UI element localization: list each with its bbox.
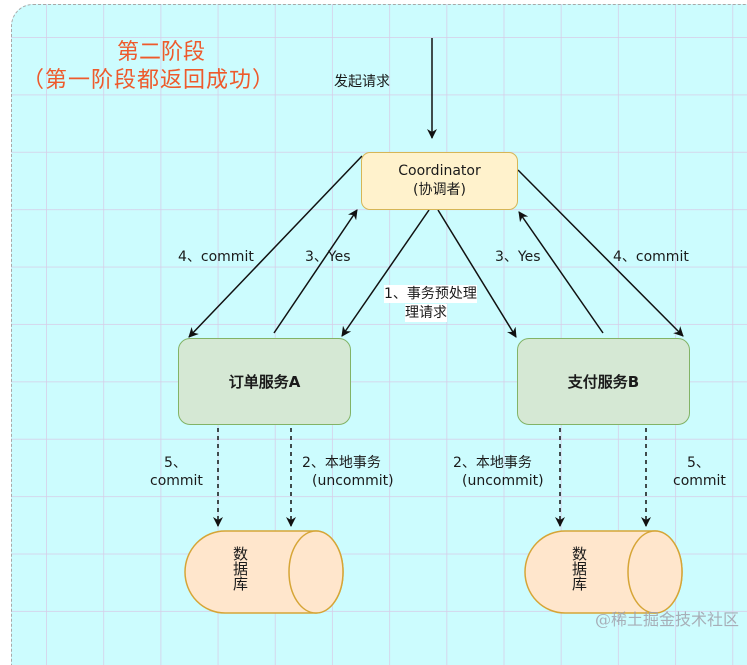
service-b-name: 支付服务B [567,373,640,391]
local-tx-label-b-line1: 2、本地事务 [453,455,532,471]
request-label: 发起请求 [334,74,390,90]
local-tx-label-b-line2: (uncommit) [462,473,544,489]
yes-label-b: 3、Yes [495,249,541,265]
diagram-canvas [11,4,747,665]
database-cylinder-b [524,530,683,614]
diagram-arrows [184,38,684,614]
service-node-a: 订单服务A [178,338,351,425]
prepare-label-line1: 1、事务预处理 [384,285,477,303]
commit-label-a: 4、commit [178,249,254,265]
commit-arrow-b [517,169,684,337]
diagram-subtitle: （第一阶段都返回成功） [22,68,276,93]
local-commit-label-b-line1: 5、 [687,455,710,471]
local-commit-label-b-line2: commit [673,473,726,489]
service-node-b: 支付服务B [517,338,690,425]
prepare-label-line2: 理请求 [405,304,447,322]
database-cylinder-a [184,530,344,614]
coordinator-subtitle: (协调者) [413,182,466,198]
commit-label-b: 4、commit [613,249,689,265]
local-tx-label-a-line2: (uncommit) [312,473,394,489]
database-label-a: 数据库 [231,546,249,591]
coordinator-node: Coordinator (协调者) [361,152,518,210]
local-tx-label-a-line1: 2、本地事务 [302,455,381,471]
local-commit-label-a-line2: commit [150,473,203,489]
yes-arrow-b [518,211,604,334]
prepare-arrow-b [437,209,517,338]
diagram-title: 第二阶段 [117,40,206,65]
local-commit-label-a-line1: 5、 [164,455,187,471]
yes-arrow-a [273,209,358,334]
database-label-b: 数据库 [570,546,588,591]
commit-arrow-a [188,155,363,338]
coordinator-name: Coordinator [398,163,481,179]
service-a-name: 订单服务A [228,373,301,391]
prepare-arrow-a [341,209,430,337]
watermark: @稀土掘金技术社区 [594,610,739,629]
yes-label-a: 3、Yes [305,249,351,265]
